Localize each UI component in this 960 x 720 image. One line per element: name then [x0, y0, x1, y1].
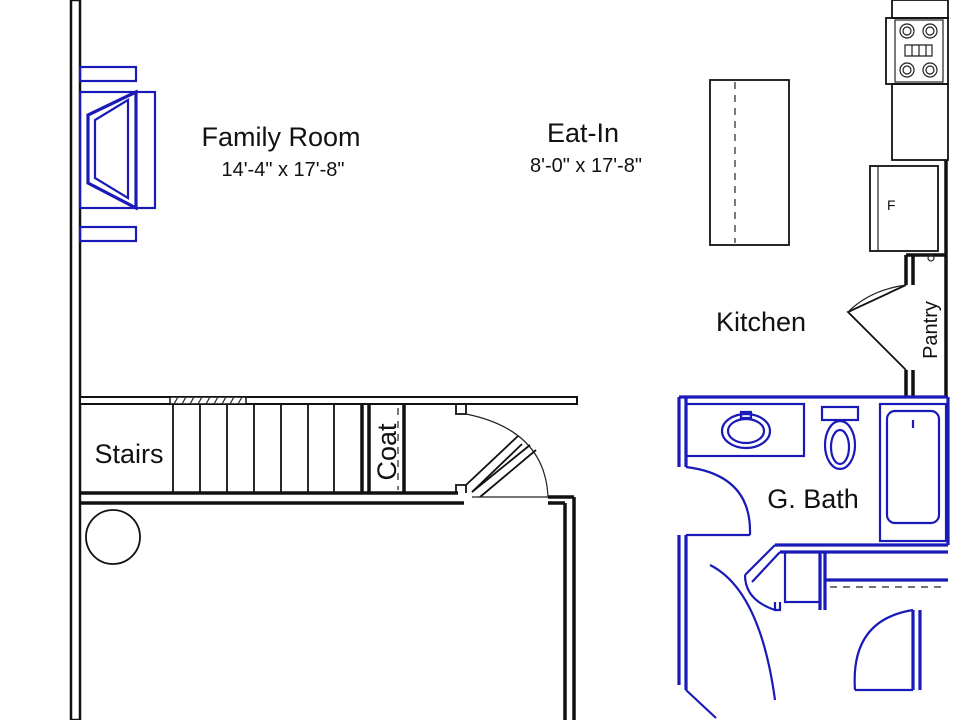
sink-faucet [739, 410, 753, 420]
coat-closet-left-wall [360, 404, 371, 493]
fireplace-box [78, 90, 157, 210]
eat-in-name: Eat-In [547, 118, 619, 148]
pantry-left-wall-lower [904, 370, 915, 397]
kitchen-fixtures: F [709, 0, 949, 371]
pantry-door-arc [847, 284, 907, 313]
hall-door-arc-lower [709, 564, 777, 701]
bath-door-arc [685, 465, 752, 536]
hall-door-leaf [465, 435, 523, 493]
burner-3-inner [902, 65, 912, 75]
hall-door [465, 413, 549, 498]
toilet-tank [820, 405, 860, 422]
pantry-door-leaf [846, 284, 907, 371]
burner-2-inner [925, 26, 935, 36]
closet-door-arc [743, 574, 776, 612]
stairs-name: Stairs [94, 439, 163, 469]
pantry-hinge-marker [927, 254, 935, 262]
fireplace [78, 65, 157, 243]
family-room-dimensions: 14'-4" x 17'-8" [221, 159, 344, 181]
closet-shelf [783, 550, 822, 604]
hall-door-leaf-lower [685, 689, 717, 719]
stair-top-wall [79, 396, 578, 405]
fireplace-hearth-top [78, 65, 138, 83]
kitchen-name: Kitchen [716, 307, 806, 337]
closet-door-jamb [773, 602, 782, 612]
guest-bath [677, 395, 950, 719]
guest-bath-name: G. Bath [767, 484, 859, 514]
staircase [169, 396, 335, 493]
garage-top-wall [548, 495, 574, 505]
pantry-left-wall [904, 255, 915, 285]
fireplace-hearth-bottom [78, 225, 138, 243]
burner-4-inner [925, 65, 935, 75]
fireplace-firebox-inner [93, 98, 130, 200]
burner-4 [922, 62, 938, 78]
bathtub-basin [885, 409, 941, 525]
coat-door-jamb-top [455, 404, 467, 415]
closet-door-leaf [744, 544, 781, 583]
stair-rail-hatch [173, 396, 243, 405]
side-counter [891, 83, 949, 161]
refrigerator-label: F [887, 197, 896, 213]
coat-name: Coat [372, 423, 402, 481]
stair-treads [172, 404, 335, 493]
pantry-name: Pantry [920, 301, 942, 359]
walls [69, 0, 948, 720]
toilet-seat [829, 428, 851, 466]
hall-closet-wall [818, 552, 948, 610]
toilet-bowl [823, 419, 857, 471]
water-heater [85, 509, 141, 565]
refrigerator [869, 165, 939, 252]
sink-basin [720, 412, 772, 450]
stairs-garage-wall [80, 491, 464, 505]
burner-1 [899, 23, 915, 39]
hall-door-leaf-2 [471, 444, 537, 498]
linen-door-arc [853, 608, 914, 691]
family-room-name: Family Room [201, 122, 360, 152]
hall-door-arc [465, 413, 549, 498]
coat-door-jamb-bottom [455, 484, 467, 493]
burner-1-inner [902, 26, 912, 36]
vanity [684, 402, 806, 458]
hall-lower-wall [911, 610, 922, 690]
eat-in-dimensions: 8'-0" x 17'-8" [530, 155, 642, 177]
fireplace-firebox-outer [86, 89, 138, 211]
kitchen-island [709, 79, 790, 246]
cooktop-controls [904, 44, 933, 57]
garage-right-wall [563, 497, 576, 720]
burner-2 [922, 23, 938, 39]
burner-3 [899, 62, 915, 78]
bath-left-wall-lower [677, 535, 688, 690]
left-exterior-wall [69, 0, 82, 720]
room-labels: Family Room 14'-4" x 17'-8" Eat-In 8'-0"… [94, 118, 942, 514]
bathtub [878, 402, 948, 543]
cooktop-surface [894, 19, 944, 83]
upper-counter [891, 0, 949, 19]
sink-bowl [726, 417, 766, 445]
